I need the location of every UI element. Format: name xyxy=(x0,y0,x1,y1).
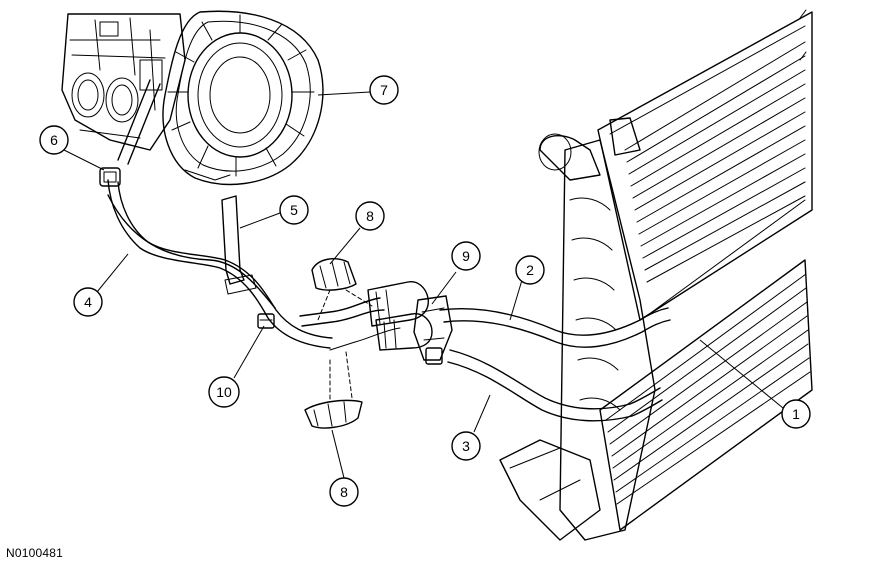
callout-5-label: 5 xyxy=(290,202,298,218)
callout-10-label: 10 xyxy=(216,384,232,400)
callout-4-label: 4 xyxy=(84,294,92,310)
tube-clip xyxy=(311,258,357,291)
callout-9: 9 xyxy=(451,241,481,271)
figure-id-label: N0100481 xyxy=(6,546,63,560)
callout-3: 3 xyxy=(451,431,481,461)
callout-10: 10 xyxy=(208,376,240,408)
callout-8-lower: 8 xyxy=(329,477,359,507)
callout-3-label: 3 xyxy=(462,438,470,454)
assembly-guide-lines xyxy=(317,289,373,401)
leader-lines xyxy=(59,91,784,479)
tube-clip-lower xyxy=(304,399,363,429)
callout-7-label: 7 xyxy=(380,82,388,98)
callout-4: 4 xyxy=(73,287,103,317)
callout-8-lower-label: 8 xyxy=(340,484,348,500)
callout-1: 1 xyxy=(781,399,811,429)
callout-8-upper-label: 8 xyxy=(366,208,374,224)
transmission-tube-assembly xyxy=(99,167,333,349)
transmission-case xyxy=(61,10,324,186)
callout-6-label: 6 xyxy=(50,132,58,148)
lower-cooler-tube xyxy=(447,349,663,422)
callout-5: 5 xyxy=(279,195,309,225)
tube-bracket xyxy=(221,195,257,295)
tube-connector xyxy=(257,313,275,329)
callout-8-upper: 8 xyxy=(355,201,385,231)
callout-2: 2 xyxy=(515,255,545,285)
radiator xyxy=(499,9,813,541)
callout-7: 7 xyxy=(369,75,399,105)
callout-2-label: 2 xyxy=(526,262,534,278)
callout-9-label: 9 xyxy=(462,248,470,264)
callout-6: 6 xyxy=(39,125,69,155)
tube-retainer-clip xyxy=(413,295,453,365)
callout-1-label: 1 xyxy=(792,406,800,422)
upper-cooler-tube xyxy=(439,307,671,348)
